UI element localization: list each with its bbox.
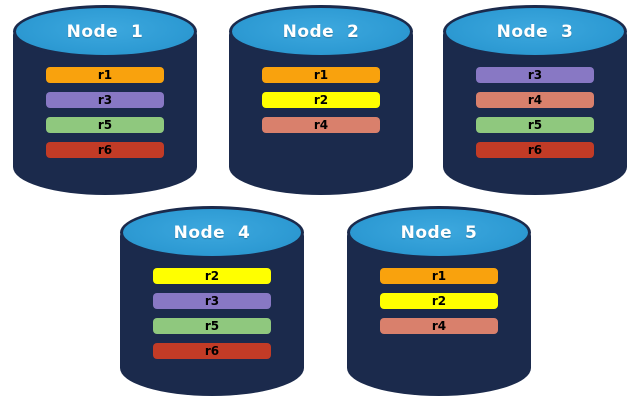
node-3-replica-r4: r4 [476,92,594,108]
node-4-cylinder-body [120,232,304,396]
node-1-replica-r6: r6 [46,142,164,158]
node-2-cylinder: Node 2 r1 r2 r4 [229,5,413,195]
node-5-replica-r4: r4 [380,318,498,334]
node-5-cylinder-top: Node 5 [347,206,531,259]
node-3-replica-list: r3 r4 r5 r6 [476,67,594,158]
node-1-cylinder: Node 1 r1 r3 r5 r6 [13,5,197,195]
node-5-cylinder-body [347,232,531,396]
node-3-replica-r6: r6 [476,142,594,158]
node-4-cylinder: Node 4 r2 r3 r5 r6 [120,206,304,396]
node-2-replica-r4: r4 [262,117,380,133]
node-2-replica-r2: r2 [262,92,380,108]
node-1-replica-r1: r1 [46,67,164,83]
node-4-replica-r5: r5 [153,318,271,334]
node-4-replica-r2: r2 [153,268,271,284]
node-3-replica-r5: r5 [476,117,594,133]
node-5-label: Node 5 [400,222,478,243]
node-5-replica-list: r1 r2 r4 [380,268,498,334]
node-2-replica-list: r1 r2 r4 [262,67,380,133]
node-3-cylinder-top: Node 3 [443,5,627,58]
node-5-replica-r2: r2 [380,293,498,309]
node-1-replica-list: r1 r3 r5 r6 [46,67,164,158]
node-3-replica-r3: r3 [476,67,594,83]
node-1-cylinder-body [13,31,197,195]
node-5-replica-r1: r1 [380,268,498,284]
node-4-replica-r3: r3 [153,293,271,309]
node-2-cylinder-body [229,31,413,195]
node-1-replica-r3: r3 [46,92,164,108]
node-4-replica-list: r2 r3 r5 r6 [153,268,271,359]
node-3-label: Node 3 [496,21,574,42]
node-3-cylinder-body [443,31,627,195]
node-4-replica-r6: r6 [153,343,271,359]
node-2-label: Node 2 [282,21,360,42]
node-3-cylinder: Node 3 r3 r4 r5 r6 [443,5,627,195]
node-1-label: Node 1 [66,21,144,42]
node-5-cylinder: Node 5 r1 r2 r4 [347,206,531,396]
node-2-replica-r1: r1 [262,67,380,83]
node-1-replica-r5: r5 [46,117,164,133]
node-4-cylinder-top: Node 4 [120,206,304,259]
node-2-cylinder-top: Node 2 [229,5,413,58]
node-1-cylinder-top: Node 1 [13,5,197,58]
node-4-label: Node 4 [173,222,251,243]
